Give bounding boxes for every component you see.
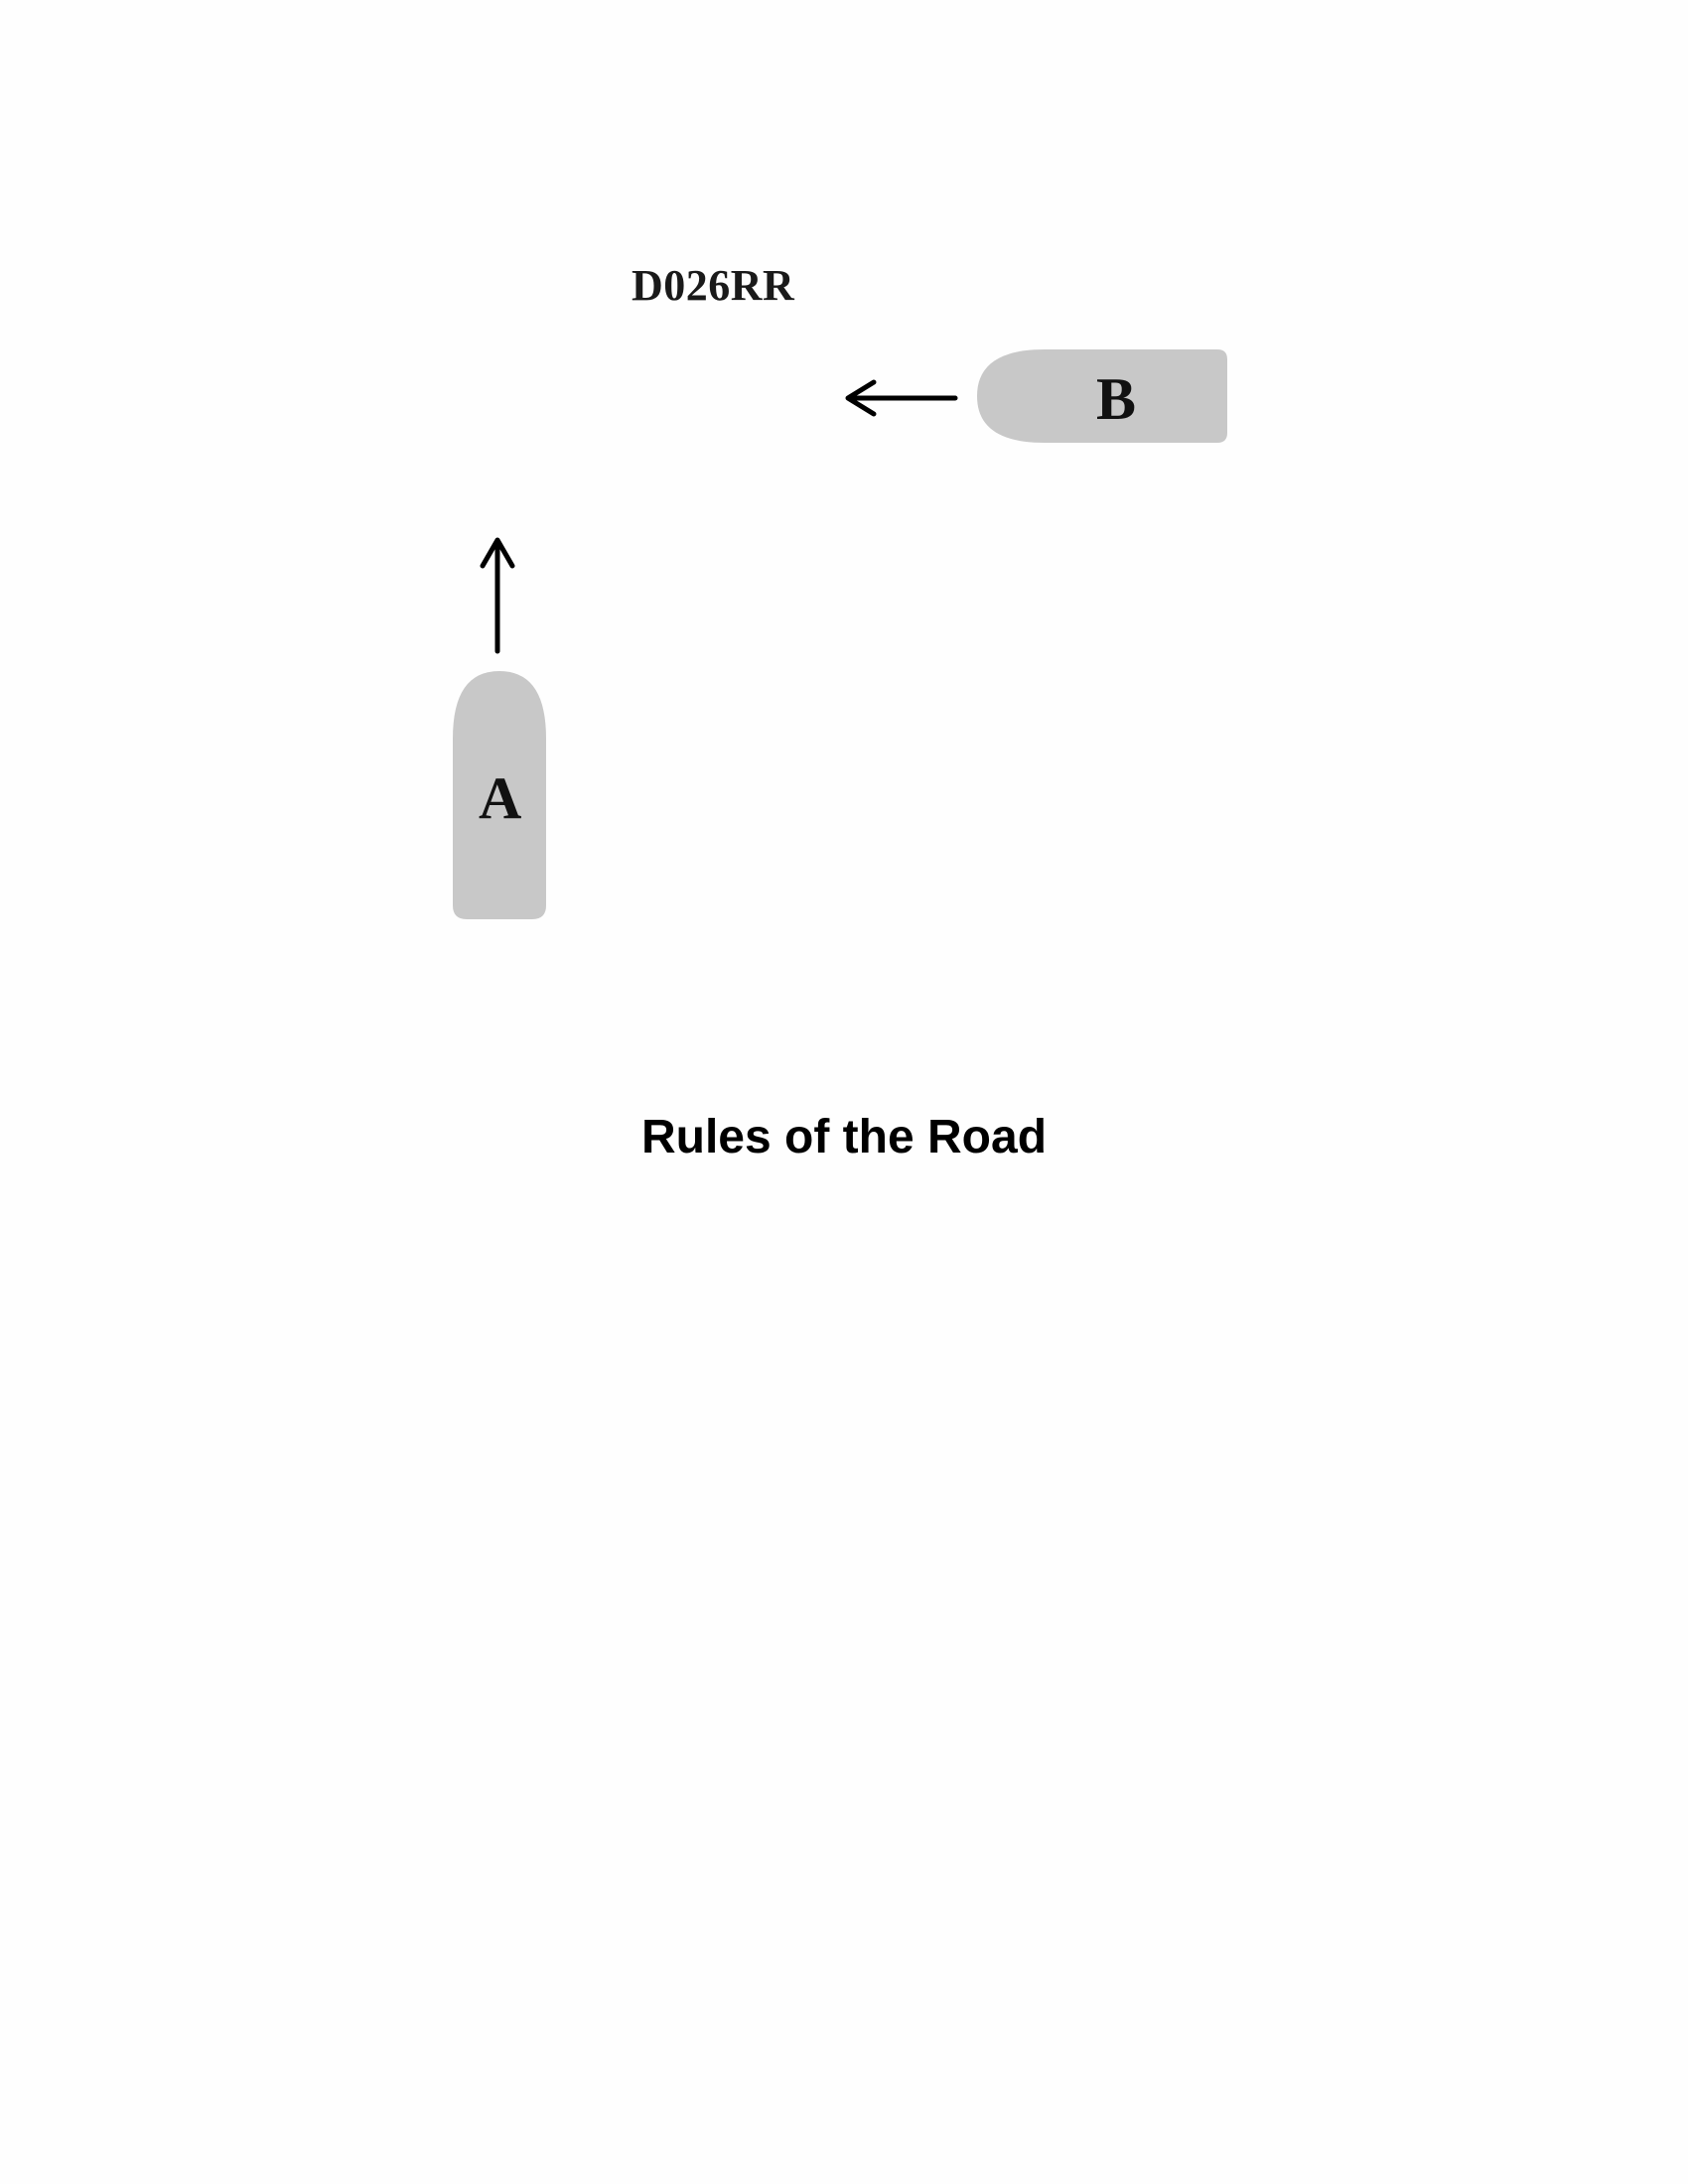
- vessel-a-label: A: [479, 765, 522, 831]
- vessel-b-heading-arrow: [845, 379, 958, 417]
- diagram-code: D026RR: [632, 261, 795, 310]
- vessel-a-heading-arrow: [480, 537, 515, 654]
- vessel-b-hull: [977, 349, 1227, 443]
- vessel-b-label: B: [1096, 366, 1137, 432]
- vessel-a-hull: [453, 671, 546, 919]
- page-caption: Rules of the Road: [640, 1111, 1048, 1163]
